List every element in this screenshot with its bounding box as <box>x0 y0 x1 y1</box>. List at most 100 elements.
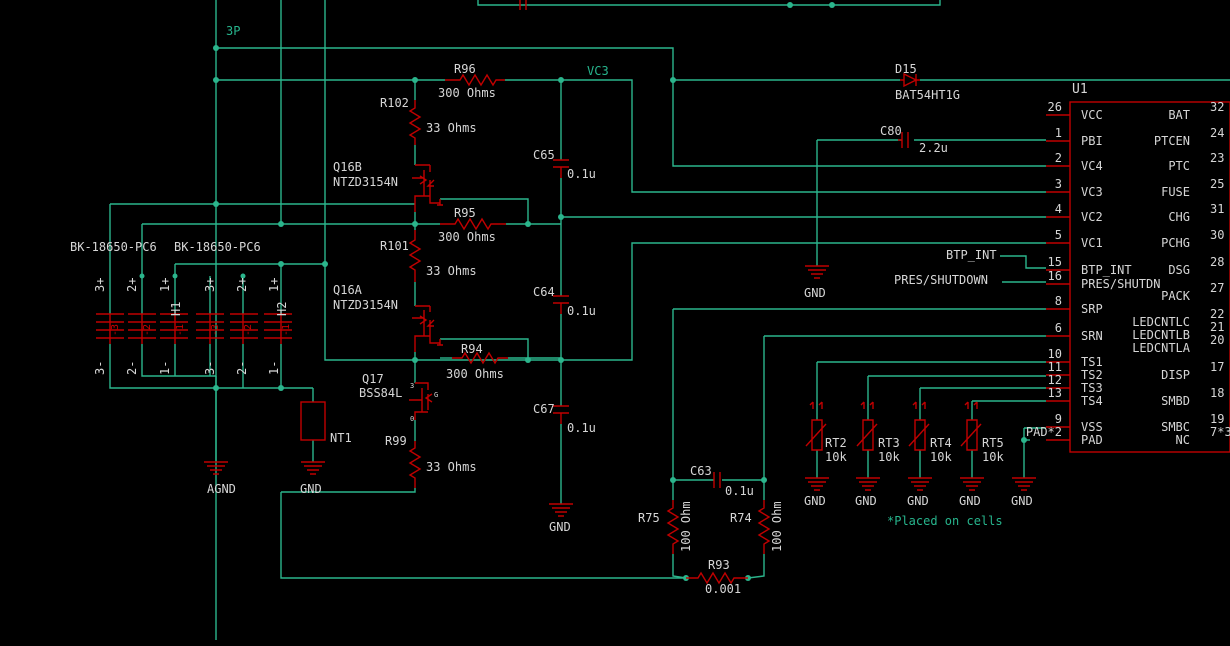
svg-text:1-: 1- <box>267 361 281 375</box>
r74-ref: R74 <box>730 511 752 525</box>
q17-ref: Q17 <box>362 372 384 386</box>
resistor-r101: R101 33 Ohms <box>380 230 477 282</box>
svg-text:RT2: RT2 <box>825 436 847 450</box>
svg-text:-1: -1 <box>281 324 292 336</box>
q17-pin-3: 3 <box>410 382 414 390</box>
svg-text:1+: 1+ <box>158 278 172 292</box>
ic-pin-number: 7*3 <box>1210 425 1230 439</box>
ic-pin-name: NC <box>1176 433 1190 447</box>
q16b-ref: Q16B <box>333 160 362 174</box>
ic-pin-number: 32 <box>1210 100 1224 114</box>
ic-pin-name: SRN <box>1081 329 1103 343</box>
ic-pin-number: 15 <box>1048 255 1062 269</box>
gnd-label-c80: GND <box>804 286 826 300</box>
ic-pin-name: FUSE <box>1161 185 1190 199</box>
net-label-pres-shutdown: PRES/SHUTDOWN <box>894 273 988 287</box>
junctions <box>139 2 1027 581</box>
ic-pin-name: TS2 <box>1081 368 1103 382</box>
ic-pin-number: 22 <box>1210 307 1224 321</box>
ic-pin-number: 5 <box>1055 228 1062 242</box>
svg-text:-3: -3 <box>210 324 221 336</box>
ic-pin-number: 1 <box>1055 126 1062 140</box>
ic-pin-number: 11 <box>1048 360 1062 374</box>
ic-pin-number: 17 <box>1210 360 1224 374</box>
ic-pin-name: TS3 <box>1081 381 1103 395</box>
c80-value: 2.2u <box>919 141 948 155</box>
d15-ref: D15 <box>895 62 917 76</box>
ic-pin-name: DISP <box>1161 368 1190 382</box>
c63-value: 0.1u <box>725 484 754 498</box>
ic-pin-name: SRP <box>1081 302 1103 316</box>
ic-pin-name: DSG <box>1168 263 1190 277</box>
svg-text:-2: -2 <box>142 324 153 336</box>
q17-value: BSS84L <box>359 386 402 400</box>
q16b-value: NTZD3154N <box>333 175 398 189</box>
r94-value: 300 Ohms <box>446 367 504 381</box>
ic-pin-name: PTC <box>1168 159 1190 173</box>
r101-ref: R101 <box>380 239 409 253</box>
ic-pin-number: 13 <box>1048 386 1062 400</box>
ic-pin-number: 20 <box>1210 333 1224 347</box>
svg-text:3+: 3+ <box>203 278 217 292</box>
ic-pin-number: 12 <box>1048 373 1062 387</box>
r75-value: 100 Ohm <box>679 501 693 552</box>
ic-pin-number: 19 <box>1210 412 1224 426</box>
ic-pin-name: VC1 <box>1081 236 1103 250</box>
capacitor-c64: C64 0.1u <box>533 285 596 318</box>
battery-holders: BK-18650-PC6 BK-18650-PC6 3+ 2+ 1+ 3+ 2+… <box>70 240 292 375</box>
c67-ref: C67 <box>533 402 555 416</box>
ic-pin-name: PBI <box>1081 134 1103 148</box>
svg-text:10k: 10k <box>825 450 847 464</box>
ic-pin-name: BAT <box>1168 108 1190 122</box>
r102-value: 33 Ohms <box>426 121 477 135</box>
svg-text:2-: 2- <box>235 361 249 375</box>
ic-pin-name: SMBD <box>1161 394 1190 408</box>
ic-pin-name: PCHG <box>1161 236 1190 250</box>
r96-ref: R96 <box>454 62 476 76</box>
svg-text:1-: 1- <box>158 361 172 375</box>
resistor-r94: R94 300 Ohms <box>446 342 508 381</box>
ic-u1: U1 26VCC1PBI2VC43VC34VC25VC115BTP_INT16P… <box>1026 82 1230 453</box>
ic-pin-name: VCC <box>1081 108 1103 122</box>
thermistor-rt5: RT5 10k <box>960 401 1004 464</box>
wires <box>109 0 1230 640</box>
svg-text:10k: 10k <box>878 450 900 464</box>
ic-pin-number: 23 <box>1210 151 1224 165</box>
net-label-3p: 3P <box>226 24 240 38</box>
ic-pin-name: PAD <box>1081 433 1103 447</box>
ic-pin-number: 8 <box>1055 294 1062 308</box>
ic-pin-number: 24 <box>1210 126 1224 140</box>
r93-value: 0.001 <box>705 582 741 596</box>
battery-h2-label: H2 <box>275 302 289 316</box>
gnd-label-c67: GND <box>549 520 571 534</box>
svg-text:3-: 3- <box>203 361 217 375</box>
resistor-r74: R74 100 Ohm <box>730 500 784 554</box>
r93-ref: R93 <box>708 558 730 572</box>
svg-text:-2: -2 <box>243 324 254 336</box>
svg-text:RT4: RT4 <box>930 436 952 450</box>
r99-ref: R99 <box>385 434 407 448</box>
thermistor-rt2: RT2 10k <box>805 401 847 464</box>
transistor-q16b: Q16B NTZD3154N <box>333 160 443 212</box>
q16a-ref: Q16A <box>333 283 363 297</box>
ic-pin-number: 4 <box>1055 202 1062 216</box>
ic-pin-number: 3 <box>1055 177 1062 191</box>
r96-value: 300 Ohms <box>438 86 496 100</box>
svg-text:10k: 10k <box>930 450 952 464</box>
gnd-label-rt2: GND <box>804 494 826 508</box>
c67-value: 0.1u <box>567 421 596 435</box>
svg-text:10k: 10k <box>982 450 1004 464</box>
